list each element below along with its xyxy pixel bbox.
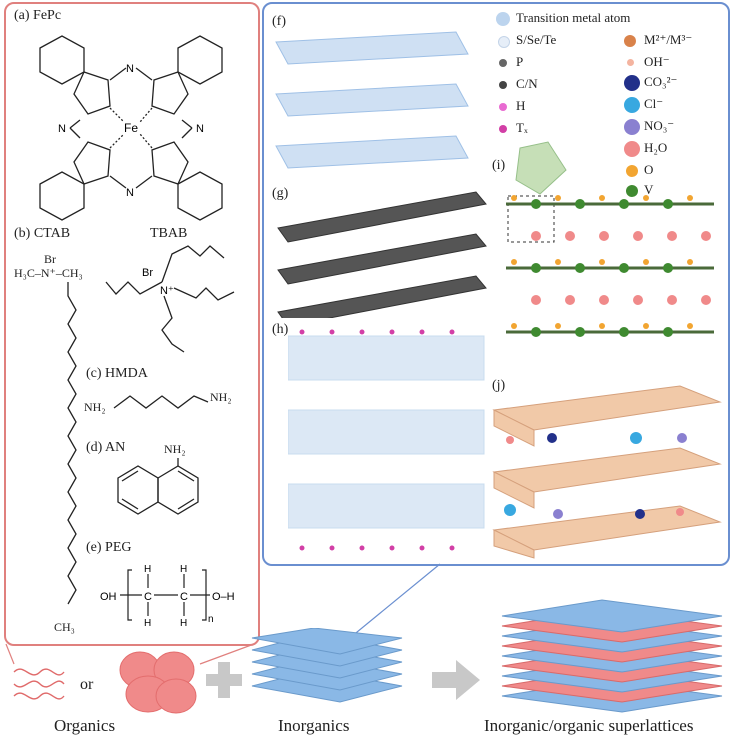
an-nh2: NH₂: [164, 442, 186, 456]
arrow-icon: [432, 660, 480, 700]
svg-text:H: H: [144, 564, 151, 575]
label-ctab: (b) CTAB: [14, 226, 71, 241]
peg-structure: OH C C H H H H n O–H: [100, 564, 235, 629]
organics-label: Organics: [54, 716, 116, 735]
svg-text:N: N: [126, 187, 134, 199]
label-j: (j): [492, 378, 506, 393]
svg-text:H: H: [180, 564, 187, 575]
label-an: (d) AN: [86, 440, 126, 455]
ctab-head: H₃C–N⁺–CH₃: [14, 266, 83, 280]
svg-text:N: N: [58, 123, 66, 135]
svg-text:N: N: [196, 123, 204, 135]
label-peg: (e) PEG: [86, 540, 132, 555]
svg-text:OH: OH: [100, 591, 117, 603]
label-fepc: (a) FePc: [14, 8, 62, 23]
fe-atom-label: Fe: [124, 121, 138, 135]
hmda-chain: [113, 395, 209, 409]
svg-text:Br: Br: [142, 267, 153, 279]
label-i: (i): [492, 158, 506, 173]
svg-text:O–H: O–H: [212, 591, 235, 603]
vanadium-oxide-layers: [506, 141, 714, 337]
organics-panel: [4, 2, 260, 646]
or-text: or: [80, 676, 94, 693]
connector-lines: [5, 563, 441, 665]
an-naphthalene: [117, 458, 199, 515]
ldh-layers: [492, 385, 722, 559]
label-g: (g): [272, 186, 289, 201]
label-f: (f): [272, 14, 286, 29]
ctab-ch3-end: CH₃: [54, 620, 75, 634]
element-legend: Transition metal atom S/Se/Te P C/N H Tₓ…: [496, 10, 728, 197]
svg-text:H: H: [144, 618, 151, 629]
fepc-structure: N N N N Fe: [39, 35, 223, 221]
tmd-layers: [275, 31, 469, 169]
inorganic-stack-icon: [251, 628, 403, 703]
svg-text:C: C: [180, 591, 188, 603]
inorganics-panel: [262, 2, 730, 566]
svg-text:H: H: [180, 618, 187, 629]
svg-text:n: n: [208, 614, 214, 625]
svg-text:N: N: [126, 63, 134, 75]
inorganics-label: Inorganics: [278, 716, 350, 735]
svg-text:C: C: [144, 591, 152, 603]
molecule-blob-icon: [119, 651, 197, 714]
superlattice-label: Inorganic/organic superlattices: [484, 716, 694, 735]
tbab-structure: Br N⁺: [105, 245, 235, 353]
hmda-nh2-right: NH₂: [210, 390, 232, 404]
graphitic-layers: [277, 191, 487, 318]
hmda-nh2-left: NH₂: [84, 400, 106, 414]
label-hmda: (c) HMDA: [86, 366, 148, 381]
label-tbab: TBAB: [150, 226, 188, 241]
svg-text:N⁺: N⁺: [160, 285, 174, 297]
ctab-tail: [67, 282, 77, 605]
ctab-br: Br: [44, 252, 56, 266]
plus-icon: [206, 662, 242, 698]
label-h: (h): [272, 322, 289, 337]
polymer-chain-icon: [13, 668, 65, 700]
mxene-layers: [288, 329, 485, 551]
superlattice-stack-icon: [501, 599, 723, 713]
